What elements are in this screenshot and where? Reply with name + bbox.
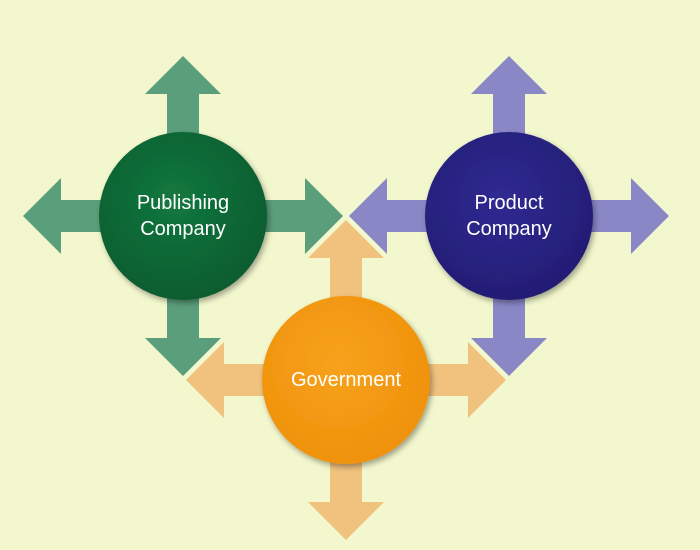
- government-circle: [262, 296, 430, 464]
- publishing-company-circle: [99, 132, 267, 300]
- product-company-circle: [425, 132, 593, 300]
